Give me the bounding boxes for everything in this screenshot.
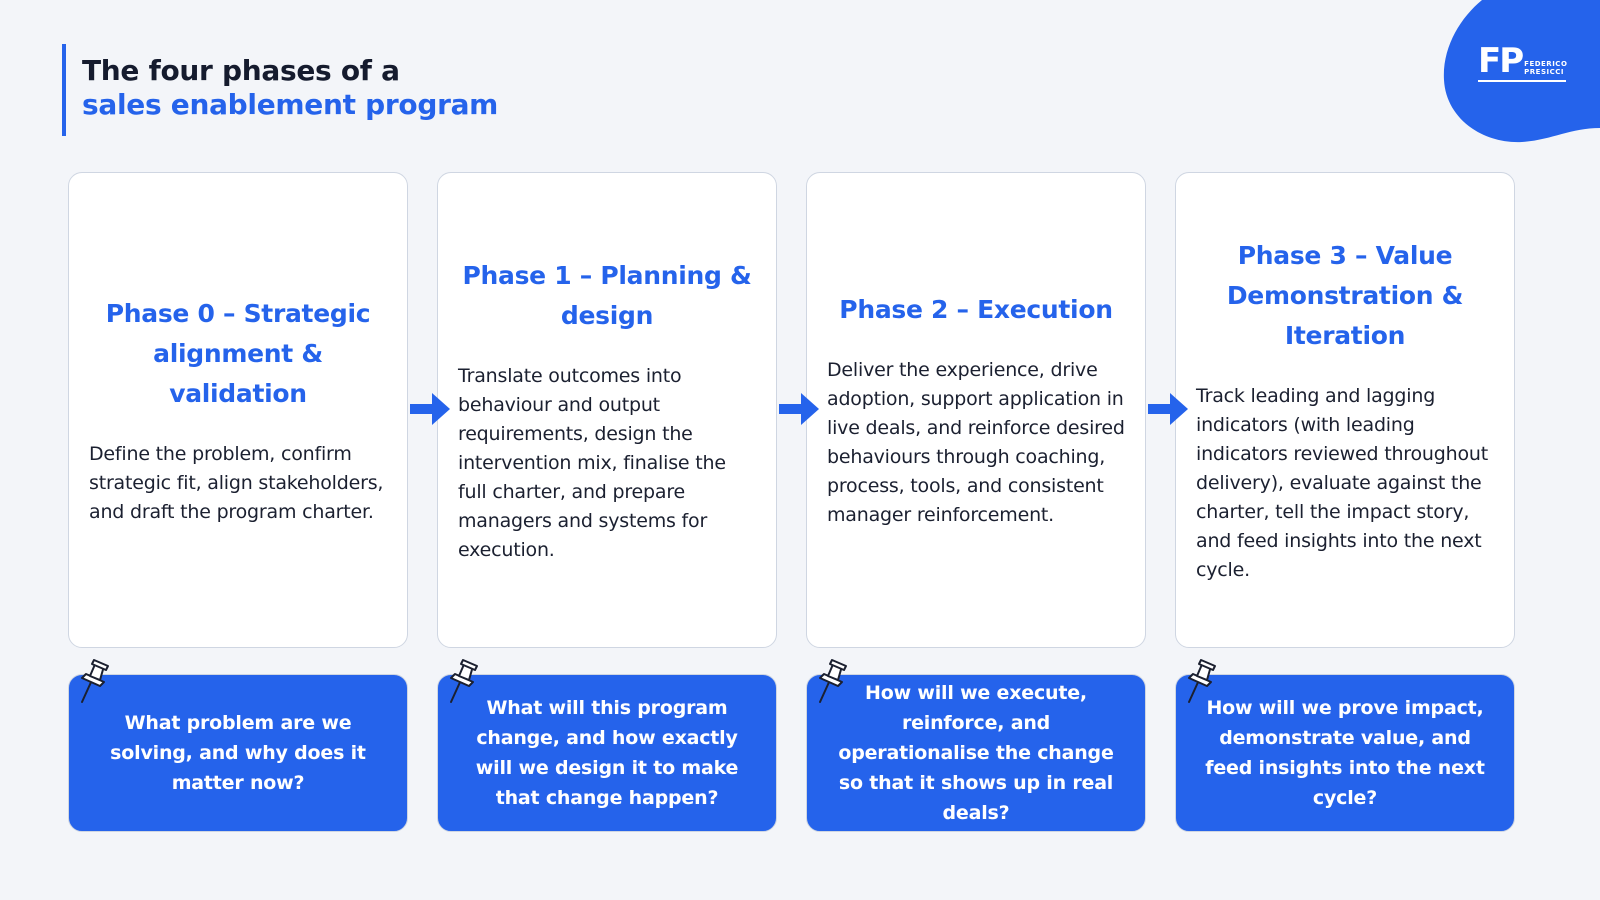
- title-line-1: The four phases of a: [82, 54, 400, 87]
- arrow-right-icon: [410, 393, 450, 425]
- phase-title: Phase 3 – Value Demonstration & Iteratio…: [1226, 240, 1464, 350]
- phase-description: Deliver the experience, drive adoption, …: [827, 359, 1125, 526]
- pushpin-icon: [819, 659, 847, 703]
- phase-card-1: Phase 1 – Planning & design Translate ou…: [437, 172, 777, 648]
- question-text: What problem are we solving, and why doe…: [110, 712, 366, 794]
- pushpin-icon: [450, 659, 478, 703]
- question-text: How will we prove impact, demonstrate va…: [1205, 697, 1485, 809]
- phase-card-3: Phase 3 – Value Demonstration & Iteratio…: [1175, 172, 1515, 648]
- pushpin-icon: [81, 659, 109, 703]
- phase-description: Translate outcomes into behaviour and ou…: [458, 364, 726, 561]
- phase-question-0: What problem are we solving, and why doe…: [68, 674, 408, 832]
- question-text: How will we execute, reinforce, and oper…: [838, 682, 1114, 824]
- pushpin-icon: [1188, 659, 1216, 703]
- phase-description: Track leading and lagging indicators (wi…: [1196, 384, 1488, 581]
- logo-name-line2: PRESICCI: [1524, 68, 1564, 76]
- arrow-right-icon: [779, 393, 819, 425]
- phase-question-3: How will we prove impact, demonstrate va…: [1175, 674, 1515, 832]
- title-line-2: sales enablement program: [82, 88, 499, 121]
- phase-title: Phase 0 – Strategic alignment & validati…: [105, 298, 371, 408]
- phase-question-1: What will this program change, and how e…: [437, 674, 777, 832]
- phase-description: Define the problem, confirm strategic fi…: [89, 442, 384, 523]
- logo-name-line1: FEDERICO: [1524, 60, 1568, 68]
- phase-card-0: Phase 0 – Strategic alignment & validati…: [68, 172, 408, 648]
- phase-card-2: Phase 2 – Execution Deliver the experien…: [806, 172, 1146, 648]
- logo-initials: FP: [1478, 41, 1524, 81]
- phase-title: Phase 1 – Planning & design: [462, 260, 752, 330]
- phase-question-2: How will we execute, reinforce, and oper…: [806, 674, 1146, 832]
- question-text: What will this program change, and how e…: [475, 697, 739, 809]
- arrow-right-icon: [1148, 393, 1188, 425]
- phase-title: Phase 2 – Execution: [839, 295, 1113, 324]
- logo-underline: [1478, 80, 1566, 82]
- logo-background-blob: [1443, 0, 1600, 143]
- page-title: The four phases of a sales enablement pr…: [62, 44, 498, 136]
